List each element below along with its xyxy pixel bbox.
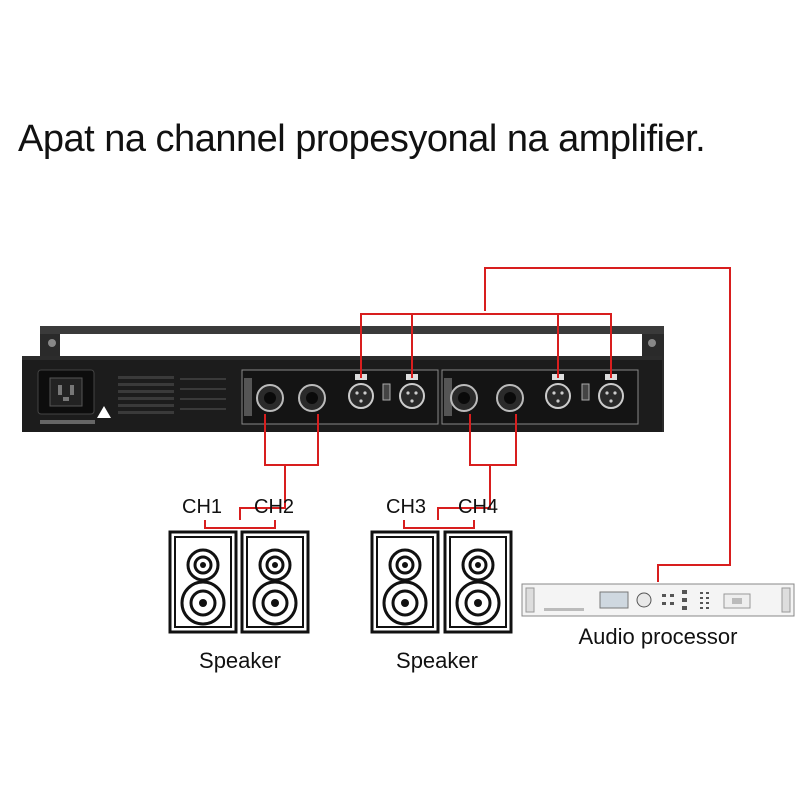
amplifier-top-edge [40, 326, 664, 334]
woofer-icon [180, 580, 226, 626]
speaker-wire-group-2 [403, 520, 475, 529]
warning-triangle-icon [97, 406, 111, 418]
page-title: Apat na channel propesyonal na amplifier… [18, 118, 706, 160]
xlr-input-4 [598, 383, 624, 409]
processor-input-wire [484, 267, 731, 582]
input-bus-wire [360, 313, 612, 378]
channel-label: CH4 [458, 496, 498, 518]
tweeter-icon [388, 548, 422, 582]
rack-screw-icon [48, 339, 56, 347]
woofer-icon [382, 580, 428, 626]
speaker-wire-group-1 [204, 520, 276, 529]
speaker-label: Speaker [199, 648, 281, 673]
speaker-wire-group-2 [469, 414, 517, 466]
xlr-input-1 [348, 383, 374, 409]
speaker-cabinet-4 [443, 530, 513, 634]
rack-ear-left [525, 587, 535, 613]
speaker-cabinet-1 [168, 530, 238, 634]
processor-label: Audio processor [579, 624, 738, 649]
amplifier-rear-panel [22, 326, 664, 432]
signal-wiring [204, 267, 731, 582]
speaker-cabinet-3 [370, 530, 440, 634]
speaker-label: Speaker [396, 648, 478, 673]
channel-label: CH3 [386, 496, 426, 518]
processor-knob-icon [636, 592, 652, 608]
audio-processor-device [521, 583, 795, 617]
tweeter-icon [186, 548, 220, 582]
speaker-wire-group-2 [437, 465, 491, 520]
mode-switch [382, 383, 391, 401]
tweeter-icon [461, 548, 495, 582]
woofer-icon [455, 580, 501, 626]
speaker-wire-group-1 [264, 414, 319, 466]
channel-label: CH1 [182, 496, 222, 518]
speaker-cabinets [168, 530, 513, 634]
channel-label: CH2 [254, 496, 294, 518]
speaker-cabinet-2 [240, 530, 310, 634]
rack-screw-icon [648, 339, 656, 347]
rack-ear-right [781, 587, 791, 613]
woofer-icon [252, 580, 298, 626]
xlr-input-2 [399, 383, 425, 409]
speaker-wire-group-1 [239, 465, 286, 520]
processor-buttons [662, 590, 709, 610]
ventilation-grille [118, 376, 226, 414]
processor-display-icon [599, 591, 629, 609]
xlr-input-3 [545, 383, 571, 409]
tweeter-icon [258, 548, 292, 582]
